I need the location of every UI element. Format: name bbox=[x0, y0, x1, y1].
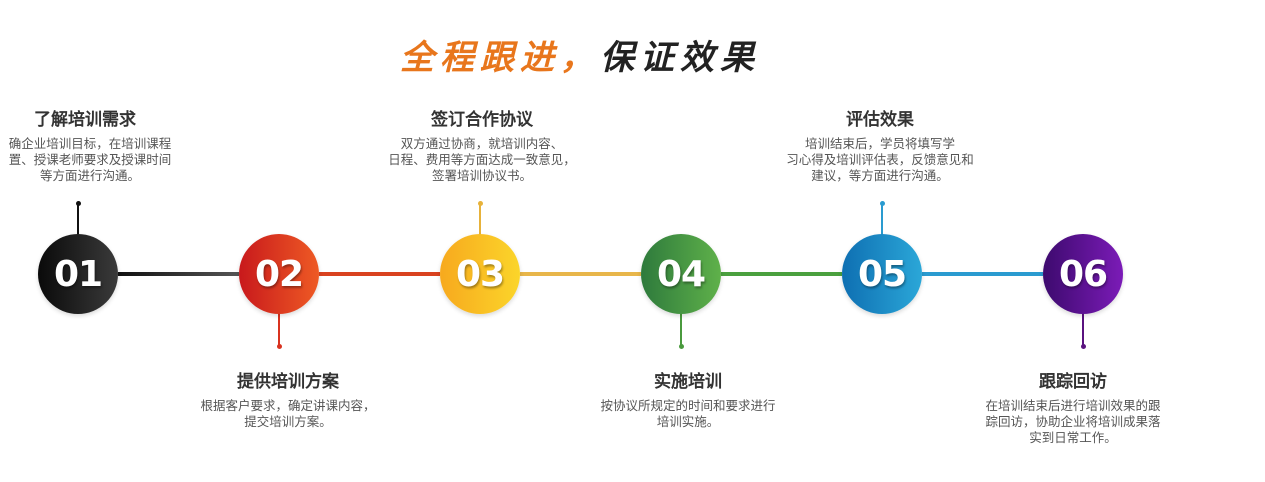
step-title-6: 跟踪回访 bbox=[1039, 372, 1107, 392]
step-circle-1: 01 bbox=[38, 234, 118, 314]
step-title-3: 签订合作协议 bbox=[431, 110, 533, 130]
step-desc-6: 在培训结束后进行培训效果的跟 踪回访，协助企业将培训成果落 实到日常工作。 bbox=[968, 398, 1178, 446]
step-desc-1-line-2: 置、授课老师要求及授课时间 bbox=[8, 152, 172, 167]
step-desc-3-line-2: 日程、费用等方面达成一致意见， bbox=[388, 152, 576, 167]
step-title-4: 实施培训 bbox=[654, 372, 722, 392]
connector-4-5 bbox=[721, 272, 842, 276]
step-circle-3: 03 bbox=[440, 234, 520, 314]
step-circle-5: 05 bbox=[842, 234, 922, 314]
stem-dot-2 bbox=[276, 344, 282, 349]
stem-3 bbox=[479, 204, 481, 236]
step-desc-1-line-1: 确企业培训目标，在培训课程 bbox=[8, 136, 172, 151]
connector-3-4 bbox=[520, 272, 641, 276]
step-desc-4: 按协议所规定的时间和要求进行 培训实施。 bbox=[583, 398, 793, 430]
stem-dot-1 bbox=[75, 201, 81, 206]
connector-1-2 bbox=[118, 272, 239, 276]
step-desc-3-line-3: 签署培训协议书。 bbox=[431, 168, 532, 183]
step-desc-4-line-1: 按协议所规定的时间和要求进行 bbox=[600, 398, 776, 413]
step-desc-2: 根据客户要求，确定讲课内容， 提交培训方案。 bbox=[183, 398, 393, 430]
step-desc-6-line-2: 踪回访，协助企业将培训成果落 bbox=[985, 414, 1161, 429]
step-desc-6-line-3: 实到日常工作。 bbox=[1029, 430, 1117, 445]
stem-dot-3 bbox=[477, 201, 483, 206]
step-desc-5-line-1: 培训结束后，学员将填写学 bbox=[804, 136, 955, 151]
step-desc-1-line-3: 等方面进行沟通。 bbox=[39, 168, 140, 183]
step-title-1: 了解培训需求 bbox=[34, 110, 136, 130]
stem-dot-5 bbox=[879, 201, 885, 206]
step-title-2: 提供培训方案 bbox=[237, 372, 339, 392]
step-desc-2-line-1: 根据客户要求，确定讲课内容， bbox=[200, 398, 376, 413]
step-circle-2: 02 bbox=[239, 234, 319, 314]
stem-5 bbox=[881, 204, 883, 236]
step-desc-5-line-2: 习心得及培训评估表，反馈意见和 bbox=[786, 152, 974, 167]
diagram-title: 全程跟进，保证效果 bbox=[0, 30, 1160, 79]
step-desc-4-line-2: 培训实施。 bbox=[656, 414, 720, 429]
step-desc-5-line-3: 建议，等方面进行沟通。 bbox=[811, 168, 949, 183]
stem-1 bbox=[77, 204, 79, 236]
step-desc-3-line-1: 双方通过协商，就培训内容、 bbox=[400, 136, 564, 151]
step-circle-6: 06 bbox=[1043, 234, 1123, 314]
step-desc-2-line-2: 提交培训方案。 bbox=[244, 414, 332, 429]
step-desc-3: 双方通过协商，就培训内容、 日程、费用等方面达成一致意见， 签署培训协议书。 bbox=[377, 136, 587, 184]
step-desc-1: 确企业培训目标，在培训课程 置、授课老师要求及授课时间 等方面进行沟通。 bbox=[0, 136, 195, 184]
stem-6 bbox=[1082, 312, 1084, 346]
stem-2 bbox=[278, 312, 280, 346]
step-desc-6-line-1: 在培训结束后进行培训效果的跟 bbox=[985, 398, 1161, 413]
stem-dot-6 bbox=[1080, 344, 1086, 349]
stem-4 bbox=[680, 312, 682, 346]
connector-2-3 bbox=[319, 272, 440, 276]
stem-dot-4 bbox=[678, 344, 684, 349]
connector-5-6 bbox=[922, 272, 1043, 276]
step-circle-4: 04 bbox=[641, 234, 721, 314]
title-rest: 保证效果 bbox=[600, 38, 760, 78]
step-title-5: 评估效果 bbox=[846, 110, 914, 130]
step-desc-5: 培训结束后，学员将填写学 习心得及培训评估表，反馈意见和 建议，等方面进行沟通。 bbox=[775, 136, 985, 184]
title-highlight: 全程跟进， bbox=[400, 38, 600, 78]
